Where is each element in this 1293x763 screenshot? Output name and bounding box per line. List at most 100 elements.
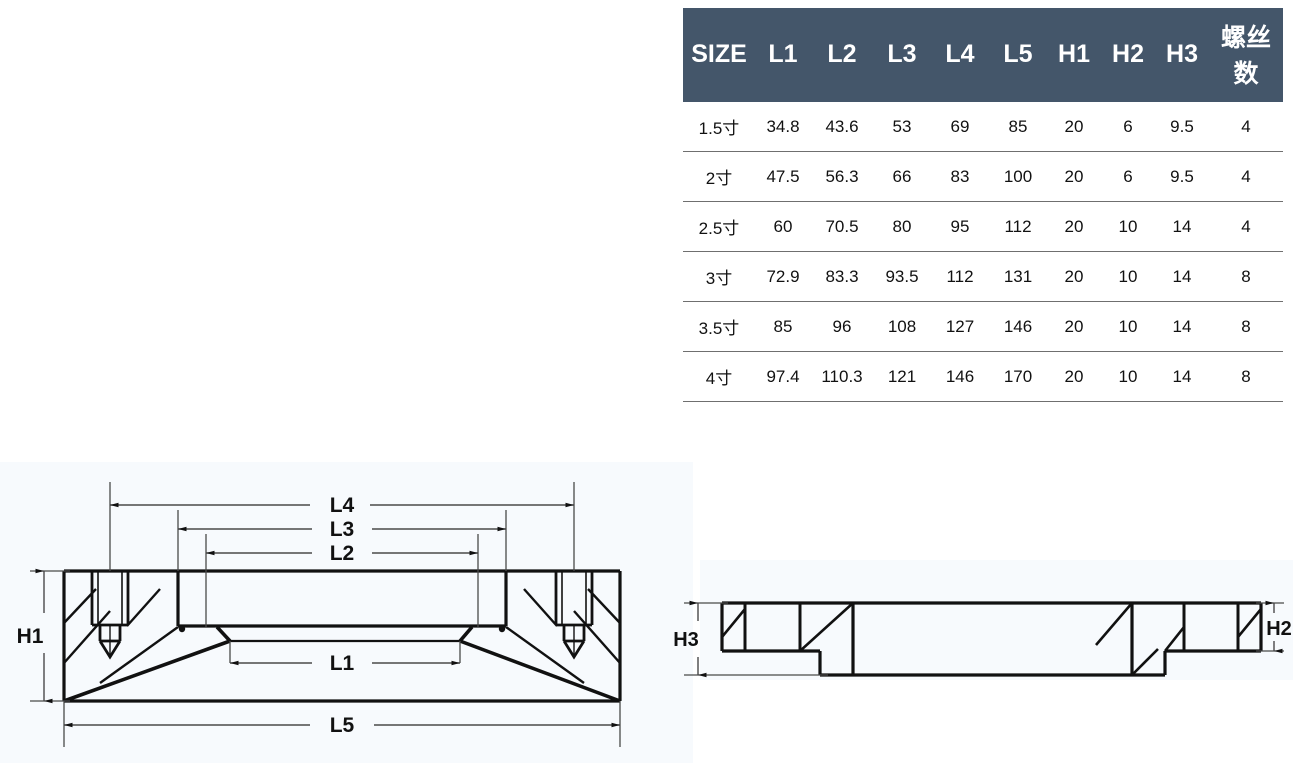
cell-l1: 47.5 [755,151,811,202]
flange-side-section-view: H3 H2 [673,600,1292,678]
cell-l4: 69 [931,102,989,152]
table-header: SIZE L1 L2 L3 L4 L5 H1 H2 H3 螺丝数 [683,8,1283,102]
cell-screws: 4 [1209,151,1283,202]
dimension-label-h2: H2 [1266,618,1292,640]
cell-l3: 108 [873,301,931,352]
cell-l2: 43.6 [811,102,873,152]
column-header-size: SIZE [683,8,755,102]
cell-h3: 14 [1155,251,1209,302]
column-header-l1: L1 [755,8,811,102]
flange-taper-chamfers [63,625,621,703]
table-row: 2寸 47.5 56.3 66 83 100 20 6 9.5 4 [683,151,1283,202]
cell-size: 4寸 [683,351,755,402]
cell-l4: 95 [931,201,989,252]
side-internal-lines [743,603,1240,651]
cell-l2: 83.3 [811,251,873,302]
cell-screws: 8 [1209,251,1283,302]
front-view-background [0,462,693,763]
cell-l1: 72.9 [755,251,811,302]
cell-l4: 112 [931,251,989,302]
cell-l4: 83 [931,151,989,202]
table-row: 3寸 72.9 83.3 93.5 112 131 20 10 14 8 [683,251,1283,302]
cell-h3: 14 [1155,301,1209,352]
cell-l2: 56.3 [811,151,873,202]
flange-center-recess [176,571,508,628]
spec-table-container: SIZE L1 L2 L3 L4 L5 H1 H2 H3 螺丝数 1.5寸 34… [683,8,1283,402]
cell-size: 3寸 [683,251,755,302]
cell-l5: 170 [989,351,1047,402]
cell-h2: 6 [1101,102,1155,152]
cell-h3: 14 [1155,201,1209,252]
dimension-extension-lines [30,482,621,747]
cell-h1: 20 [1047,102,1101,152]
flange-specification-table: SIZE L1 L2 L3 L4 L5 H1 H2 H3 螺丝数 1.5寸 34… [683,8,1283,402]
cell-size: 1.5寸 [683,102,755,152]
cell-h1: 20 [1047,151,1101,202]
dimension-label-l1: L1 [330,652,355,675]
flange-front-section-view: L4 L3 L2 L1 L5 H1 [17,482,622,747]
column-header-l3: L3 [873,8,931,102]
cell-h1: 20 [1047,201,1101,252]
cell-h3: 14 [1155,351,1209,402]
cell-screws: 8 [1209,301,1283,352]
column-header-l5: L5 [989,8,1047,102]
column-header-l2: L2 [811,8,873,102]
dimension-h3: H3 [673,600,707,678]
cell-l3: 121 [873,351,931,402]
cell-l5: 85 [989,102,1047,152]
cell-size: 2.5寸 [683,201,755,252]
cell-h2: 10 [1101,351,1155,402]
table-row: 2.5寸 60 70.5 80 95 112 20 10 14 4 [683,201,1283,252]
cell-size: 3.5寸 [683,301,755,352]
recess-corner-marks [178,625,506,633]
cell-l5: 146 [989,301,1047,352]
side-dimension-extension-lines [684,602,1284,676]
dimension-l1: L1 [230,652,460,675]
bolt-right [554,571,594,660]
table-row: 3.5寸 85 96 108 127 146 20 10 14 8 [683,301,1283,352]
cell-screws: 8 [1209,351,1283,402]
cell-l3: 66 [873,151,931,202]
table-header-row: SIZE L1 L2 L3 L4 L5 H1 H2 H3 螺丝数 [683,8,1283,102]
cell-l1: 60 [755,201,811,252]
cell-screws: 4 [1209,102,1283,152]
cell-l3: 53 [873,102,931,152]
table-body: 1.5寸 34.8 43.6 53 69 85 20 6 9.5 4 2寸 47… [683,102,1283,402]
cell-h2: 10 [1101,201,1155,252]
cell-h2: 10 [1101,301,1155,352]
column-header-screw-count: 螺丝数 [1209,8,1283,102]
cell-l1: 97.4 [755,351,811,402]
column-header-h1: H1 [1047,8,1101,102]
cell-l5: 112 [989,201,1047,252]
column-header-h2: H2 [1101,8,1155,102]
flange-body-outline [62,569,622,703]
cell-l4: 146 [931,351,989,402]
dimension-l2: L2 [206,542,478,565]
cell-h1: 20 [1047,351,1101,402]
cell-l4: 127 [931,301,989,352]
cell-l1: 34.8 [755,102,811,152]
cell-l2: 70.5 [811,201,873,252]
cell-h3: 9.5 [1155,151,1209,202]
cell-l5: 100 [989,151,1047,202]
cell-size: 2寸 [683,151,755,202]
dimension-l3: L3 [178,518,506,541]
cell-h1: 20 [1047,301,1101,352]
cell-h3: 9.5 [1155,102,1209,152]
table-row: 4寸 97.4 110.3 121 146 170 20 10 14 8 [683,351,1283,402]
dimension-h1: H1 [17,568,53,704]
dimension-label-l5: L5 [330,714,355,737]
cell-l2: 110.3 [811,351,873,402]
cell-h2: 10 [1101,251,1155,302]
cell-l3: 80 [873,201,931,252]
cell-screws: 4 [1209,201,1283,252]
dimension-h2: H2 [1265,600,1292,654]
cell-l5: 131 [989,251,1047,302]
bolt-left [90,571,130,660]
cell-l3: 93.5 [873,251,931,302]
dimension-label-l4: L4 [330,494,355,517]
cell-h2: 6 [1101,151,1155,202]
cell-l1: 85 [755,301,811,352]
dimension-label-l2: L2 [330,542,355,565]
dimension-label-h1: H1 [17,625,44,648]
